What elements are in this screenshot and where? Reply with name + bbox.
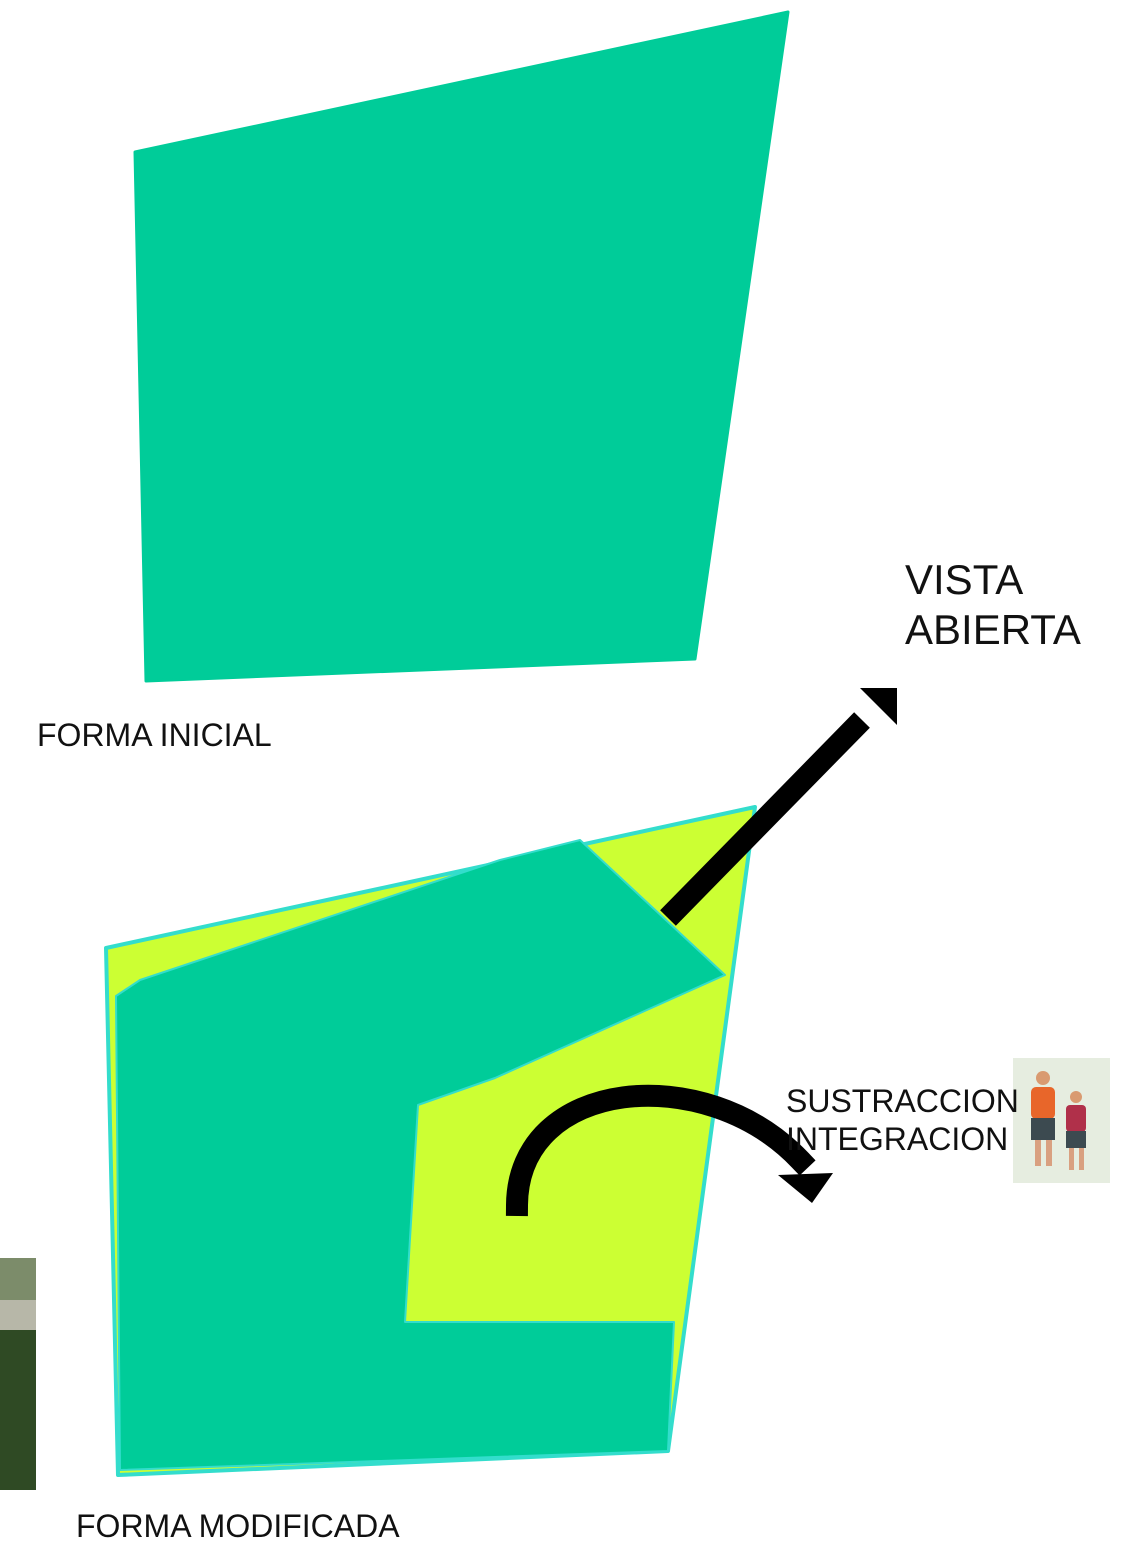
subtraction-label: SUSTRACCION INTEGRACION xyxy=(786,1082,1019,1158)
subtraction-label-line2: INTEGRACION xyxy=(786,1121,1009,1157)
modified-form-label: FORMA MODIFICADA xyxy=(76,1508,400,1544)
open-view-label: VISTA ABIERTA xyxy=(905,555,1081,655)
subtraction-curve-arrow-head xyxy=(778,1173,833,1203)
open-view-label-line1: VISTA xyxy=(905,556,1024,603)
initial-form-shape xyxy=(133,10,790,683)
initial-form-label: FORMA INICIAL xyxy=(37,717,272,753)
open-view-label-line2: ABIERTA xyxy=(905,606,1081,653)
people-photo xyxy=(1013,1058,1110,1183)
open-view-arrow-head xyxy=(860,688,897,725)
subtraction-curve-arrow xyxy=(505,1084,816,1217)
modified-form-inner-shape xyxy=(115,839,726,1471)
subtraction-label-line1: SUSTRACCION xyxy=(786,1083,1019,1119)
site-photo xyxy=(0,1258,36,1490)
open-view-arrow-shaft xyxy=(660,712,870,926)
